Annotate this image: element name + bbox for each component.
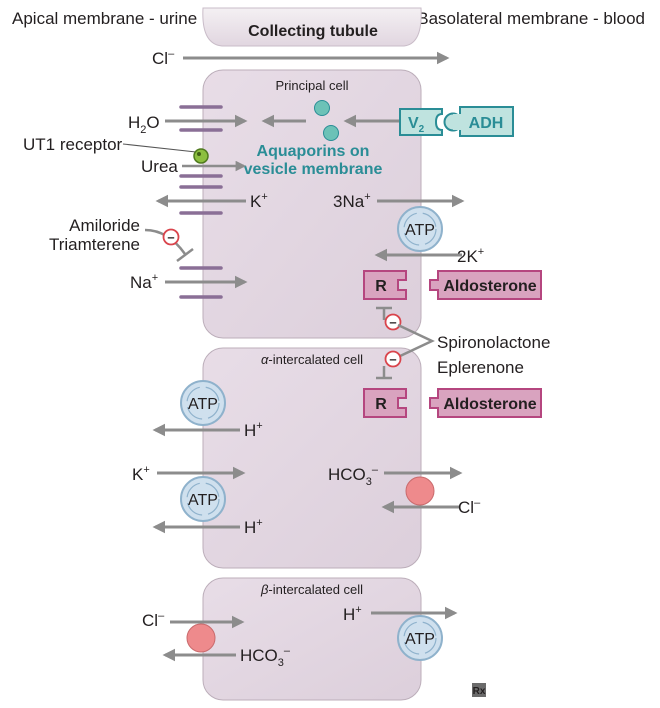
beta-chloride-label: Cl– <box>142 610 165 630</box>
apical-channels <box>179 105 223 299</box>
principal-atp-label: ATP <box>405 222 435 239</box>
collecting-tubule-shape <box>202 7 422 47</box>
beta-bicarbonate-label: HCO3– <box>240 645 291 669</box>
sodium-label: Na+ <box>130 272 158 292</box>
v2-receptor-icon <box>399 108 443 136</box>
urea-label: Urea <box>141 157 178 176</box>
water-label: H2O <box>128 113 160 136</box>
aldosterone-icon <box>429 270 542 300</box>
alpha-intercalated-cell <box>202 347 422 569</box>
receptor-label: R <box>375 278 387 295</box>
svg-text:–: – <box>167 230 174 245</box>
basolateral-membrane-label: Basolateral membrane - blood <box>417 9 645 28</box>
apical-membrane-label: Apical membrane - urine <box>12 9 197 28</box>
aquaporins-label-line1: Aquaporins on <box>257 143 370 160</box>
adh-box <box>459 106 514 137</box>
eplerenone-inhibit-icon <box>384 350 402 368</box>
ut1-receptor-icon <box>193 148 209 164</box>
adh-label: ADH <box>469 115 504 132</box>
aldosterone-label: Aldosterone <box>443 278 536 295</box>
alpha-aldosterone-icon <box>429 388 542 418</box>
eplerenone-label: Eplerenone <box>437 358 524 377</box>
ut1-leader-line <box>122 143 197 153</box>
alpha-exchanger-icon <box>405 476 435 506</box>
beta-atp-label: ATP <box>405 631 435 648</box>
aquaporin-vesicle-icon <box>323 125 339 141</box>
alpha-receptor-label: R <box>375 396 387 413</box>
svg-text:–: – <box>389 352 396 367</box>
principal-cell-title: Principal cell <box>276 78 349 93</box>
spironolactone-inhibit-icon <box>384 313 402 331</box>
svg-text:–: – <box>389 315 396 330</box>
alpha-bicarbonate-label: HCO3– <box>328 464 379 488</box>
alpha-receptor-icon <box>363 388 407 418</box>
rx-logo-text: Rx <box>473 686 486 697</box>
alpha-cell-title: α-intercalated cell <box>261 352 363 367</box>
collecting-tubule-label: Collecting tubule <box>248 23 378 40</box>
v2-receptor-label: V2 <box>408 115 425 135</box>
spironolactone-label: Spironolactone <box>437 333 550 352</box>
alpha-chloride-label: Cl– <box>458 497 481 517</box>
triamterene-label: Triamterene <box>49 235 140 254</box>
beta-cell-title: β-intercalated cell <box>260 582 363 597</box>
top-chloride-label: Cl– <box>152 48 175 68</box>
alpha-atp-top-label: ATP <box>188 396 218 413</box>
alpha-aldosterone-label: Aldosterone <box>443 396 536 413</box>
aquaporin-vesicle-icon <box>314 100 330 116</box>
potassium-2k-label: 2K+ <box>457 246 484 266</box>
alpha-proton-bottom-label: H+ <box>244 517 263 537</box>
potassium-label: K+ <box>250 191 268 211</box>
alpha-proton-top-label: H+ <box>244 420 263 440</box>
rx-logo <box>472 683 486 697</box>
ut1-receptor-label: UT1 receptor <box>23 135 123 154</box>
sodium-3na-label: 3Na+ <box>333 191 371 211</box>
spironolactone-inhibition-lines <box>397 323 435 359</box>
beta-proton-label: H+ <box>343 604 362 624</box>
amiloride-label: Amiloride <box>69 216 140 235</box>
beta-exchanger-icon <box>186 623 216 653</box>
amiloride-inhibit-icon <box>162 228 180 246</box>
alpha-atp-bottom-label: ATP <box>188 492 218 509</box>
aquaporins-label-line2: vesicle membrane <box>244 161 383 178</box>
mineralocorticoid-receptor-icon <box>363 270 407 300</box>
alpha-potassium-label: K+ <box>132 464 150 484</box>
